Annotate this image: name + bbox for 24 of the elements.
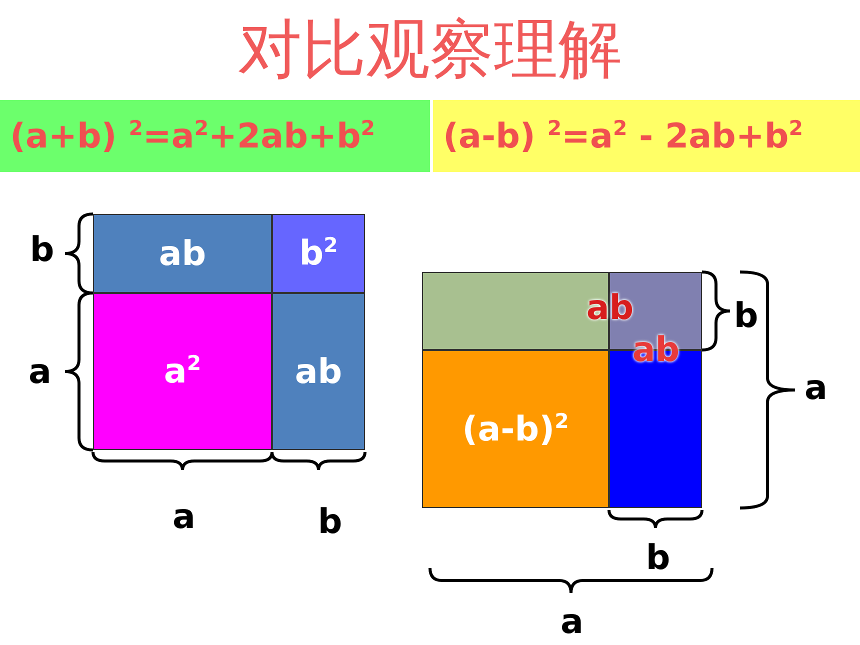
side-label: a xyxy=(560,605,584,639)
side-label: ab xyxy=(586,291,634,325)
area-rect xyxy=(272,293,365,450)
area-rect xyxy=(93,214,272,293)
formula-text: b$^{2}$ xyxy=(299,233,338,274)
area-rect xyxy=(272,214,365,293)
side-label: b xyxy=(318,505,342,539)
side-label: a xyxy=(172,500,196,534)
side-label: a xyxy=(28,355,52,389)
side-label: a xyxy=(804,371,828,405)
formula-text: a$^{2}$ xyxy=(164,351,202,392)
formula-text: ab xyxy=(158,234,206,274)
formula-band xyxy=(0,100,430,172)
formula-text: ab xyxy=(294,352,342,392)
area-rect xyxy=(93,293,272,450)
formula-text: (a-b) $^{2}$=a$^{2}$ - 2ab+b$^{2}$ xyxy=(443,116,803,156)
formula-band xyxy=(433,100,860,172)
side-label: b xyxy=(734,299,758,333)
side-label: b xyxy=(646,541,670,575)
area-rect xyxy=(422,350,609,508)
side-label: b xyxy=(30,233,54,267)
formula-text: (a+b) $^{2}$=a$^{2}$+2ab+b$^{2}$ xyxy=(10,116,375,156)
formula-text: (a-b)$^{2}$ xyxy=(462,408,569,450)
title: 对比观察理解 xyxy=(237,12,623,89)
